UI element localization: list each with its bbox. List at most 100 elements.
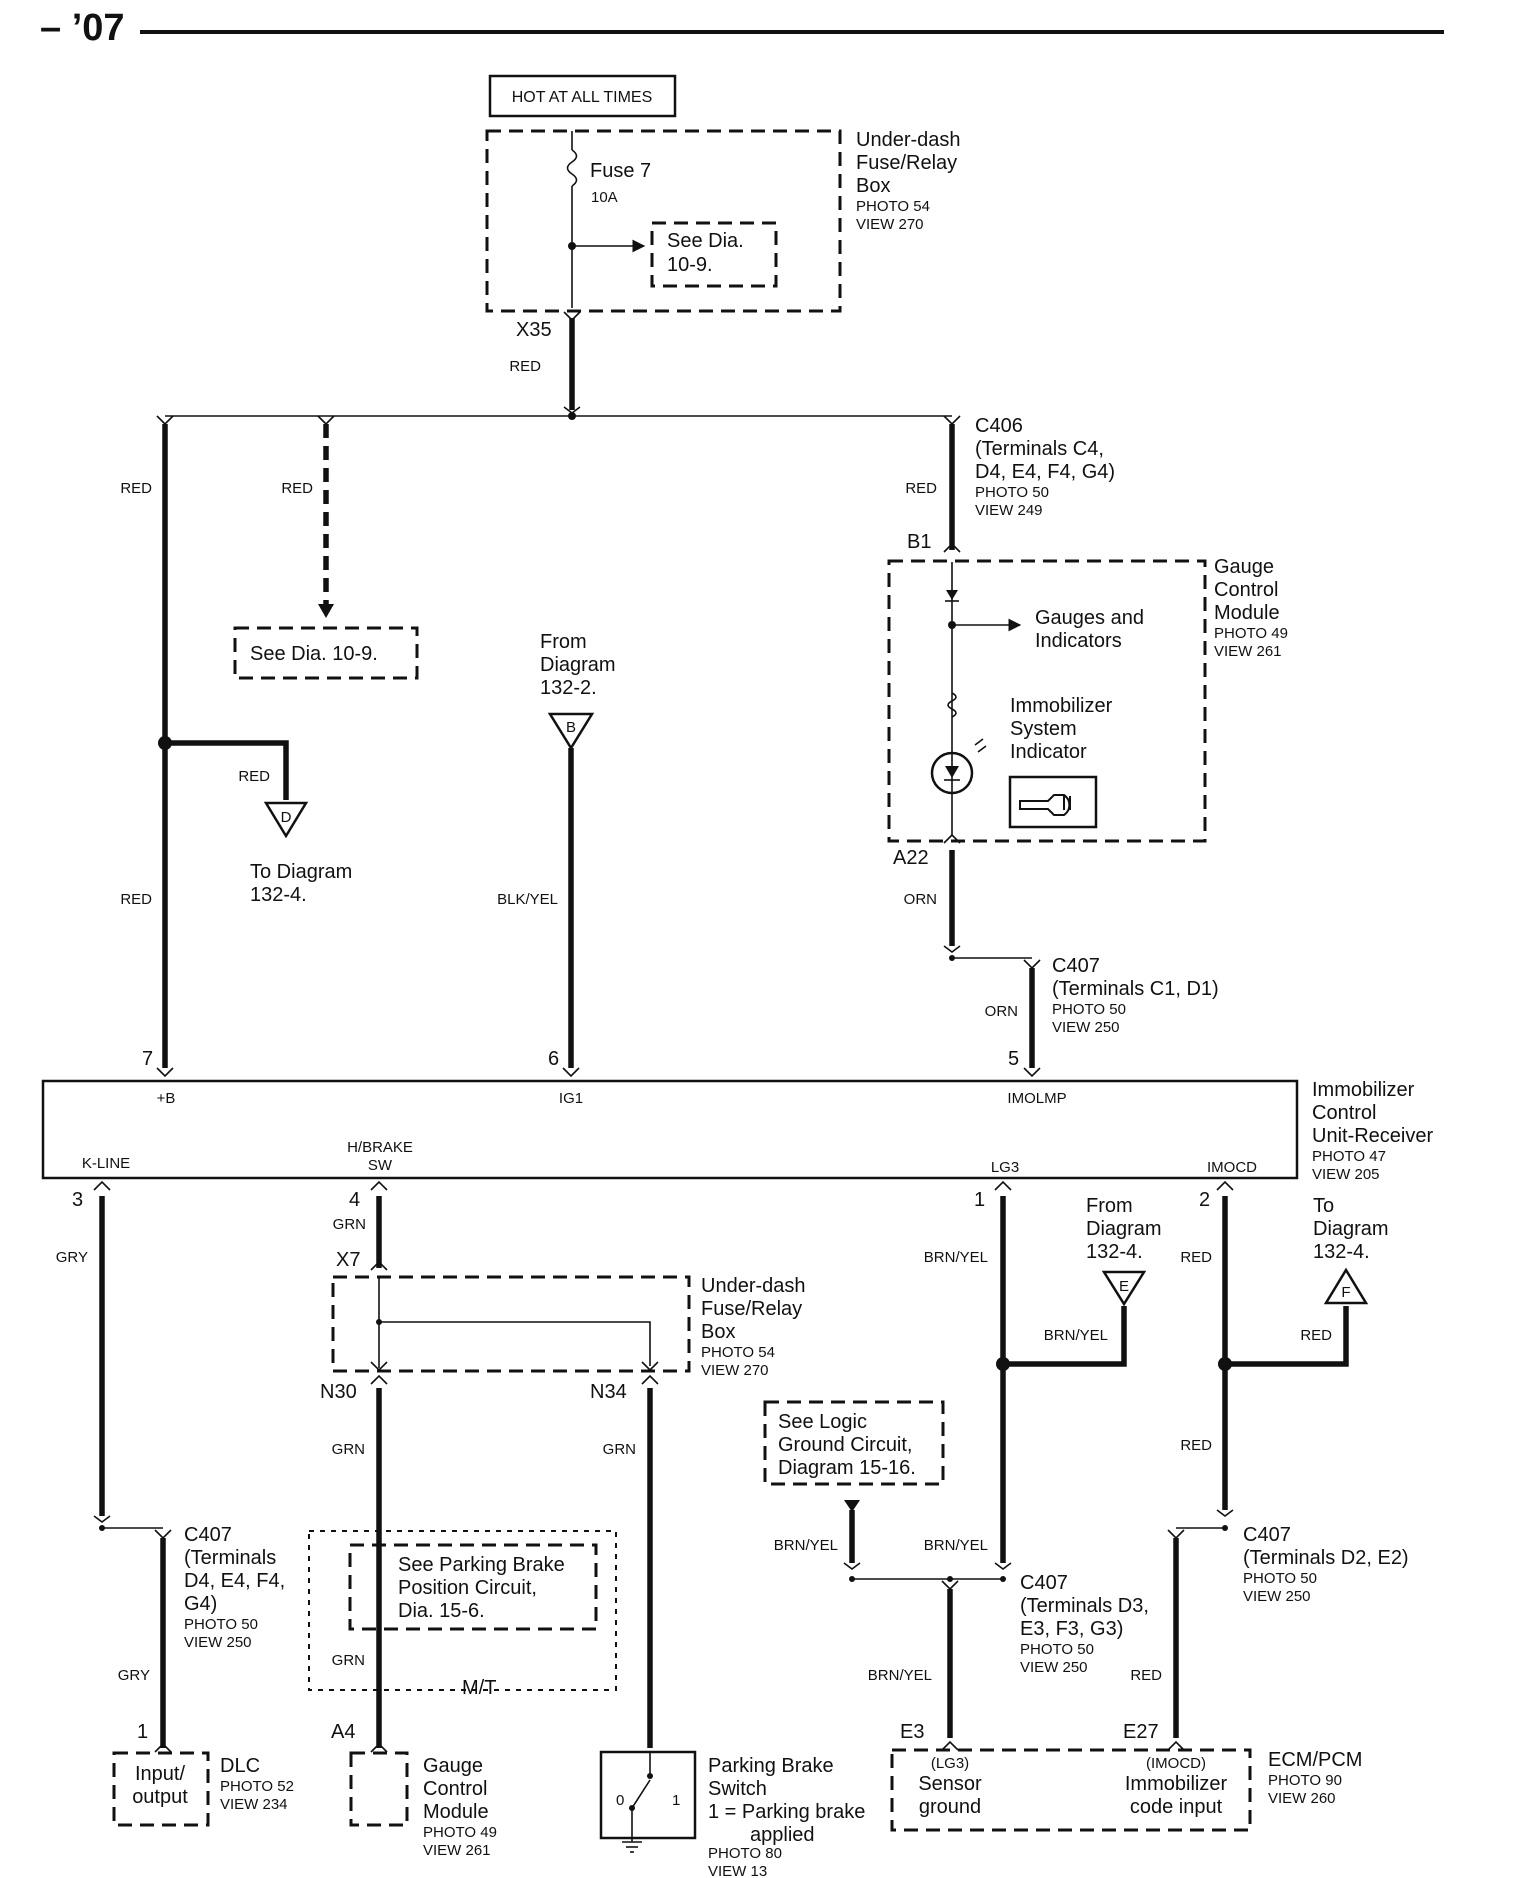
pin-4-num: 4: [349, 1189, 360, 1211]
fuse-box-top: HOT AT ALL TIMES Fuse 7 10A See Dia. 10-…: [485, 74, 961, 375]
wire-mt: GRN: [332, 1652, 365, 1669]
imocd-c407: C407: [1243, 1524, 1291, 1546]
imocd-circuit: RED RED RED To Diagram 132-4. F RED C407…: [1130, 1180, 1409, 1738]
gauge2-title-1: Gauge: [423, 1755, 483, 1777]
terminal-a4: A4: [331, 1721, 355, 1743]
dlc-view: VIEW 234: [220, 1796, 288, 1813]
ecm-photo: PHOTO 90: [1268, 1772, 1342, 1789]
wire-to-d-color: RED: [238, 768, 270, 785]
wire-c406-color: RED: [905, 480, 937, 497]
fuse-icon: [566, 149, 578, 187]
pin-3-num: 3: [72, 1189, 83, 1211]
gauge2-title-2: Control: [423, 1778, 487, 1800]
fuse-box-2-outline: [331, 1275, 691, 1373]
connector-d: [263, 801, 309, 839]
lg3-wire-e: BRN/YEL: [1044, 1327, 1108, 1344]
terminal-n30: N30: [320, 1381, 357, 1403]
hbrake-wire-top: GRN: [333, 1216, 366, 1233]
see-dia-10-9-box: [233, 626, 419, 680]
imocd-c407-line: (Terminals D2, E2): [1243, 1547, 1409, 1569]
to-f-2: Diagram: [1313, 1218, 1389, 1240]
switch-title-1: Parking Brake: [708, 1755, 834, 1777]
terminal-e3: E3: [900, 1721, 924, 1743]
kline-wire-2: GRY: [118, 1667, 150, 1684]
pin-hbrake-label-1: H/BRAKE: [347, 1139, 413, 1156]
indicator-label-1: Immobilizer: [1010, 695, 1113, 717]
mt-label: M/T: [462, 1677, 496, 1699]
connector-e: [1101, 1270, 1147, 1307]
terminal-x35: X35: [516, 319, 552, 341]
fuse-rating: 10A: [591, 189, 618, 206]
fuse-box-title-1: Under-dash: [856, 129, 961, 151]
lg3-wire-1: BRN/YEL: [924, 1249, 988, 1266]
ecm-sensor-2: ground: [919, 1796, 981, 1818]
unit-title-2: Control: [1312, 1102, 1376, 1124]
ecm-imocd: (IMOCD): [1146, 1755, 1206, 1772]
imocd-view: VIEW 250: [1243, 1588, 1311, 1605]
pin-2-num: 2: [1199, 1189, 1210, 1211]
switch-0: 0: [616, 1792, 624, 1809]
wire-x35-color: RED: [509, 358, 541, 375]
see-logic-3: Diagram 15-16.: [778, 1457, 916, 1479]
kline-view: VIEW 250: [184, 1634, 252, 1651]
ecm-immo-1: Immobilizer: [1125, 1773, 1228, 1795]
see-parking-2: Position Circuit,: [398, 1577, 537, 1599]
branch-from-b: From Diagram 132-2. B BLK/YEL: [497, 631, 616, 1078]
c407-top-photo: PHOTO 50: [1052, 1001, 1126, 1018]
imocd-wire-1: RED: [1180, 1249, 1212, 1266]
indicator-label-2: System: [1010, 718, 1077, 740]
c406-view: VIEW 249: [975, 502, 1043, 519]
ecm-title: ECM/PCM: [1268, 1749, 1362, 1771]
switch-1: 1: [672, 1792, 680, 1809]
see-logic-box: [763, 1400, 945, 1486]
see-dia-10-9: See Dia. 10-9.: [250, 643, 378, 665]
pin-5-label: IMOLMP: [1007, 1090, 1066, 1107]
lg3-c407: C407: [1020, 1572, 1068, 1594]
from-e-3: 132-4.: [1086, 1241, 1143, 1263]
hot-at-all-times-box: [488, 74, 677, 118]
kline-c407: C407: [184, 1524, 232, 1546]
to-diagram-d-1: To Diagram: [250, 861, 352, 883]
from-b-1: From: [540, 631, 587, 653]
see-parking-3: Dia. 15-6.: [398, 1600, 485, 1622]
pin-7-num: 7: [142, 1048, 153, 1070]
see-dia-box: [650, 221, 778, 288]
fuse-name: Fuse 7: [590, 160, 651, 182]
key-icon: [1008, 775, 1098, 829]
c406-section: RED C406 (Terminals C4, D4, E4, F4, G4) …: [887, 415, 1288, 1078]
dlc-title: DLC: [220, 1755, 260, 1777]
fuse-box-2-title-3: Box: [701, 1321, 735, 1343]
led-icon: [930, 751, 974, 795]
imocd-wire-f: RED: [1300, 1327, 1332, 1344]
switch-photo: PHOTO 80: [708, 1845, 782, 1862]
terminal-n34: N34: [590, 1381, 627, 1403]
terminal-a22: A22: [893, 847, 929, 869]
lg3-photo: PHOTO 50: [1020, 1641, 1094, 1658]
gauge2-photo: PHOTO 49: [423, 1824, 497, 1841]
gauges-label-1: Gauges and: [1035, 607, 1144, 629]
gauge2-view: VIEW 261: [423, 1842, 491, 1859]
ecm-immo-2: code input: [1130, 1796, 1223, 1818]
year-label: – ’07: [40, 7, 125, 49]
fuse-box-2-title-2: Fuse/Relay: [701, 1298, 802, 1320]
c407-top-view: VIEW 250: [1052, 1019, 1120, 1036]
switch-icon: [629, 1752, 653, 1830]
see-parking-1: See Parking Brake: [398, 1554, 565, 1576]
ecm-view: VIEW 260: [1268, 1790, 1336, 1807]
connector-d-label: D: [281, 809, 292, 826]
wire-orn-color-2: ORN: [985, 1003, 1018, 1020]
unit-body: [41, 1079, 1299, 1180]
kline-c407-3: G4): [184, 1593, 217, 1615]
fuse-box-2-title-1: Under-dash: [701, 1275, 806, 1297]
fuse-box-outline: [485, 129, 842, 313]
connector-f: [1323, 1267, 1369, 1305]
dlc-photo: PHOTO 52: [220, 1778, 294, 1795]
to-f-1: To: [1313, 1195, 1334, 1217]
kline-photo: PHOTO 50: [184, 1616, 258, 1633]
c407-top-name: C407: [1052, 955, 1100, 977]
imocd-photo: PHOTO 50: [1243, 1570, 1317, 1587]
ecm-pcm: E3 E27 (LG3) Sensor ground (IMOCD) Immob…: [890, 1721, 1362, 1832]
wire-left-color-top: RED: [120, 480, 152, 497]
wire-left-color-bottom: RED: [120, 891, 152, 908]
gauge-view: VIEW 261: [1214, 643, 1282, 660]
